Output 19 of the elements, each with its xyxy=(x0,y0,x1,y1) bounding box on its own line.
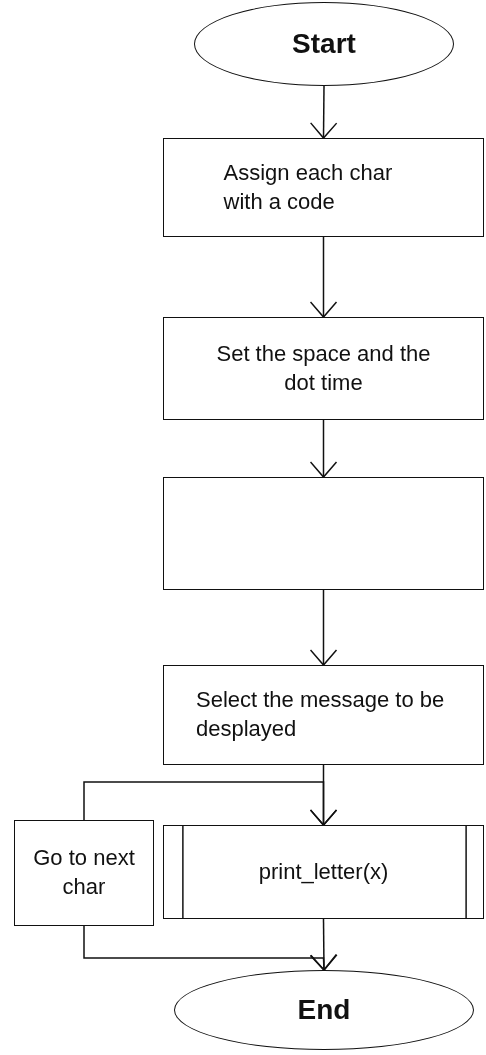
arrow xyxy=(309,419,338,478)
arrow xyxy=(309,85,338,139)
process-text: Select the message to be desplayed xyxy=(196,686,446,743)
arrow xyxy=(83,781,338,826)
subroutine-text: print_letter(x) xyxy=(258,857,389,886)
arrow xyxy=(309,236,338,318)
arrow xyxy=(83,925,338,971)
process-box xyxy=(163,317,484,420)
arrow xyxy=(309,589,338,666)
end-label: End xyxy=(297,992,351,1027)
subroutine-box xyxy=(163,825,484,919)
process-box xyxy=(163,477,484,590)
process-box xyxy=(163,665,484,765)
process-text: Assign each char with a code xyxy=(223,158,394,216)
start-label: Start xyxy=(292,26,356,61)
process-text: Go to next char xyxy=(32,844,136,901)
process-box xyxy=(14,820,154,926)
process-text: Set the space and the dot time xyxy=(216,339,431,397)
process-box xyxy=(163,138,484,237)
